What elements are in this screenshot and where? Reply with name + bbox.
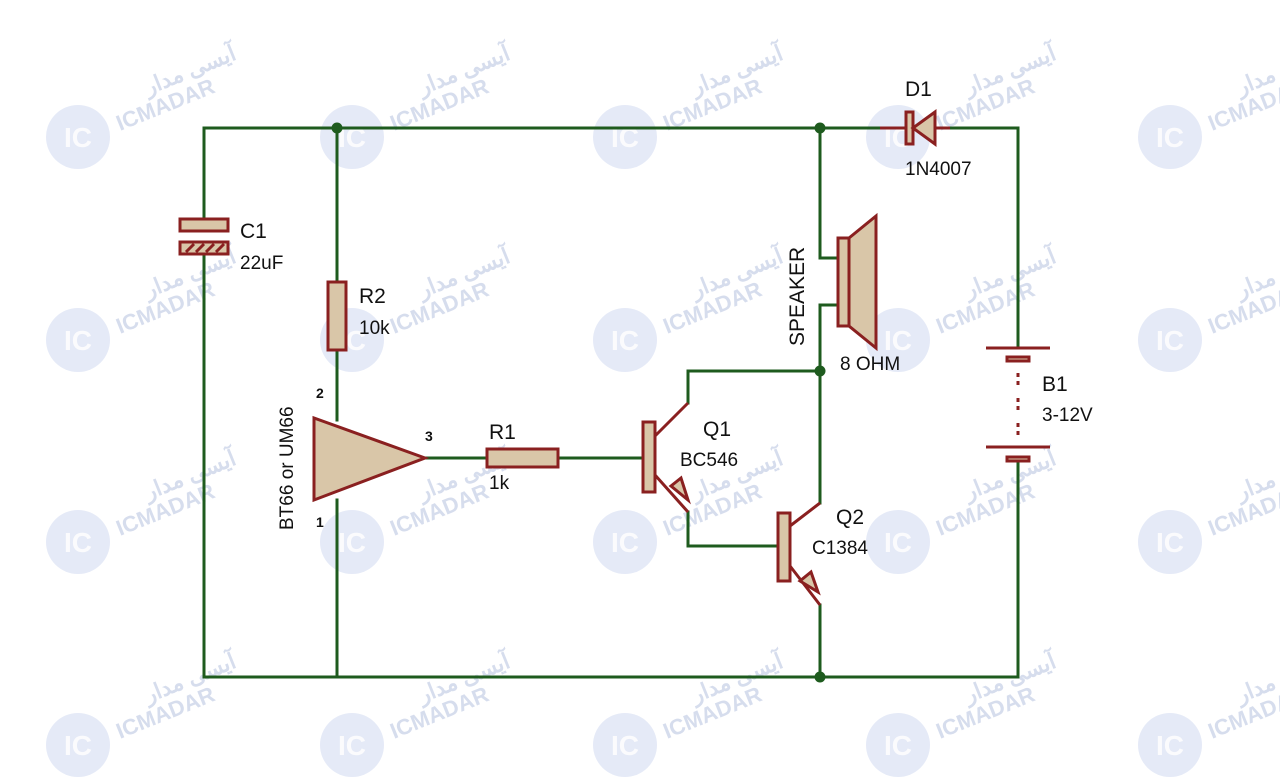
- d1-ref: D1: [905, 78, 932, 101]
- q1-value: BC546: [680, 450, 738, 471]
- battery-b1: B1 3-12V: [986, 346, 1093, 463]
- svg-text:IC: IC: [338, 730, 366, 761]
- diode-d1: D1 1N4007: [880, 78, 972, 180]
- speaker: SPEAKER 8 OHM: [786, 212, 900, 375]
- svg-text:IC: IC: [1156, 527, 1184, 558]
- svg-text:IC: IC: [338, 527, 366, 558]
- c1-value: 22uF: [240, 253, 283, 274]
- b1-ref: B1: [1042, 373, 1068, 396]
- r2-ref: R2: [359, 285, 386, 308]
- ic-label: BT66 or UM66: [277, 406, 298, 530]
- q2-ref: Q2: [836, 506, 864, 529]
- q2-value: C1384: [812, 538, 868, 559]
- svg-text:IC: IC: [64, 730, 92, 761]
- q1-ref: Q1: [703, 418, 731, 441]
- svg-text:IC: IC: [611, 730, 639, 761]
- svg-text:IC: IC: [64, 325, 92, 356]
- resistor-r1: R1 1k: [485, 421, 560, 494]
- svg-text:IC: IC: [1156, 730, 1184, 761]
- junction-dot: [814, 122, 826, 134]
- ic-melody-generator: 2 1 3 BT66 or UM66: [277, 385, 433, 530]
- junction-dot: [814, 365, 826, 377]
- r1-value: 1k: [489, 473, 510, 494]
- b1-value: 3-12V: [1042, 405, 1093, 426]
- speaker-ref: SPEAKER: [786, 247, 809, 346]
- r1-ref: R1: [489, 421, 516, 444]
- svg-text:IC: IC: [64, 122, 92, 153]
- r2-value: 10k: [359, 318, 390, 339]
- svg-text:IC: IC: [611, 527, 639, 558]
- svg-text:IC: IC: [1156, 325, 1184, 356]
- svg-text:IC: IC: [884, 527, 912, 558]
- svg-text:IC: IC: [64, 527, 92, 558]
- junction-dot: [814, 671, 826, 683]
- capacitor-c1: C1 22uF: [178, 217, 283, 274]
- speaker-value: 8 OHM: [840, 354, 900, 375]
- svg-text:IC: IC: [884, 730, 912, 761]
- svg-text:IC: IC: [611, 325, 639, 356]
- junction-dot: [331, 122, 343, 134]
- c1-ref: C1: [240, 220, 267, 243]
- ic-pin-1: 1: [316, 514, 324, 530]
- svg-text:IC: IC: [884, 325, 912, 356]
- ic-pin-2: 2: [316, 385, 324, 401]
- d1-value: 1N4007: [905, 159, 972, 180]
- junctions: [331, 122, 826, 683]
- transistor-q1: Q1 BC546: [641, 401, 738, 513]
- ic-pin-3: 3: [425, 428, 433, 444]
- wires: [202, 126, 1020, 679]
- svg-text:IC: IC: [1156, 122, 1184, 153]
- resistor-r2: R2 10k: [326, 280, 390, 352]
- transistor-q2: Q2 C1384: [776, 501, 868, 606]
